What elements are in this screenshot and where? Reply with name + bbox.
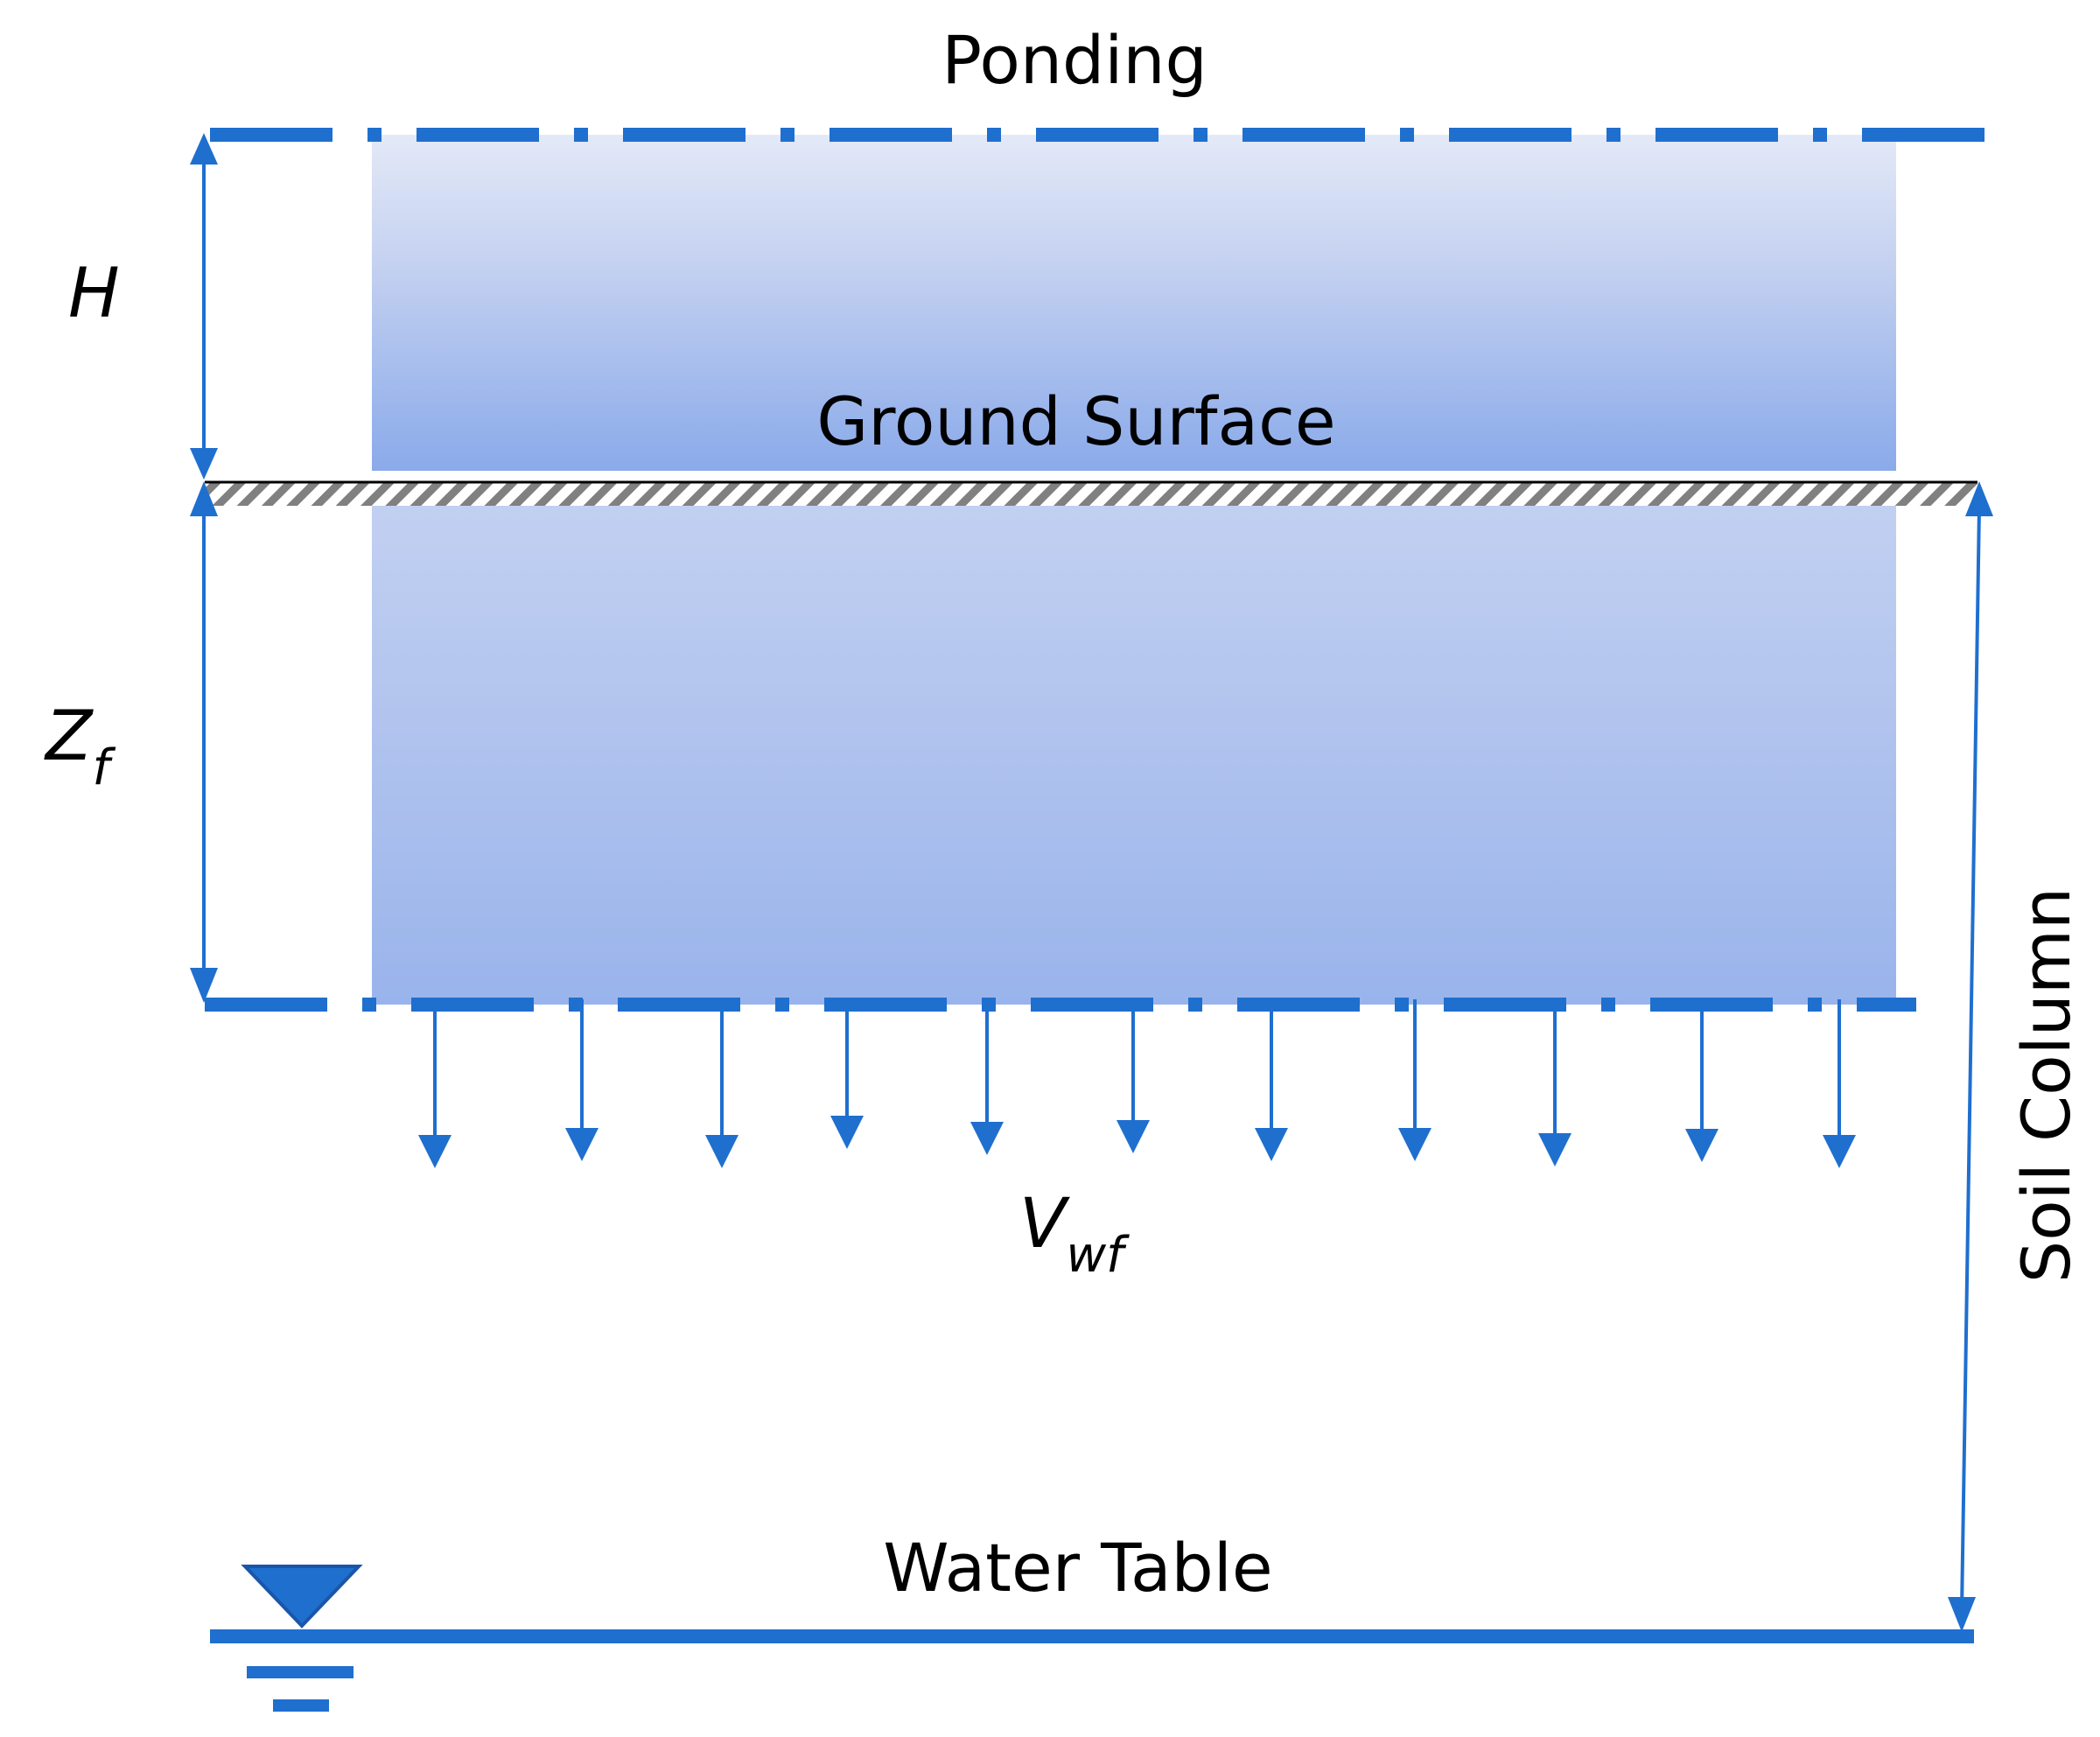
velocity-arrow <box>1116 999 1150 1153</box>
wetting-front-depth-symbol: Zf <box>44 697 116 796</box>
wetting-front-depth-arrow <box>190 481 218 1003</box>
soil-column-arrow <box>1948 481 1993 1632</box>
wetted-soil-zone-shade <box>372 506 1896 1005</box>
velocity-arrow <box>705 999 738 1168</box>
ground-surface-label: Ground Surface <box>816 382 1335 460</box>
ponding-depth-arrow <box>190 133 218 480</box>
wetting-front-velocity-subscript: wf <box>1066 1227 1130 1284</box>
ponding-depth-symbol: H <box>68 255 120 333</box>
inverted-triangle-water-level-icon <box>241 1565 363 1712</box>
velocity-arrow <box>1538 999 1572 1166</box>
soil-column-label: Soil Column <box>2007 887 2085 1283</box>
velocity-arrow <box>565 999 598 1161</box>
ponded-water-zone <box>372 135 1896 471</box>
velocity-arrow <box>970 999 1004 1155</box>
velocity-arrow <box>1255 999 1288 1161</box>
wetting-front-velocity-symbol: Vwf <box>1019 1185 1130 1284</box>
velocity-arrow <box>1823 999 1856 1168</box>
wetting-front-velocity-arrows <box>418 999 1856 1168</box>
velocity-arrow <box>830 999 864 1149</box>
ground-surface-line <box>205 480 1978 506</box>
ponding-label: Ponding <box>942 21 1208 99</box>
velocity-arrow <box>1398 999 1432 1161</box>
velocity-arrow <box>1685 999 1718 1162</box>
wetting-front-depth-subscript: f <box>92 739 116 796</box>
water-table-label: Water Table <box>883 1529 1272 1607</box>
velocity-arrow <box>418 999 452 1168</box>
